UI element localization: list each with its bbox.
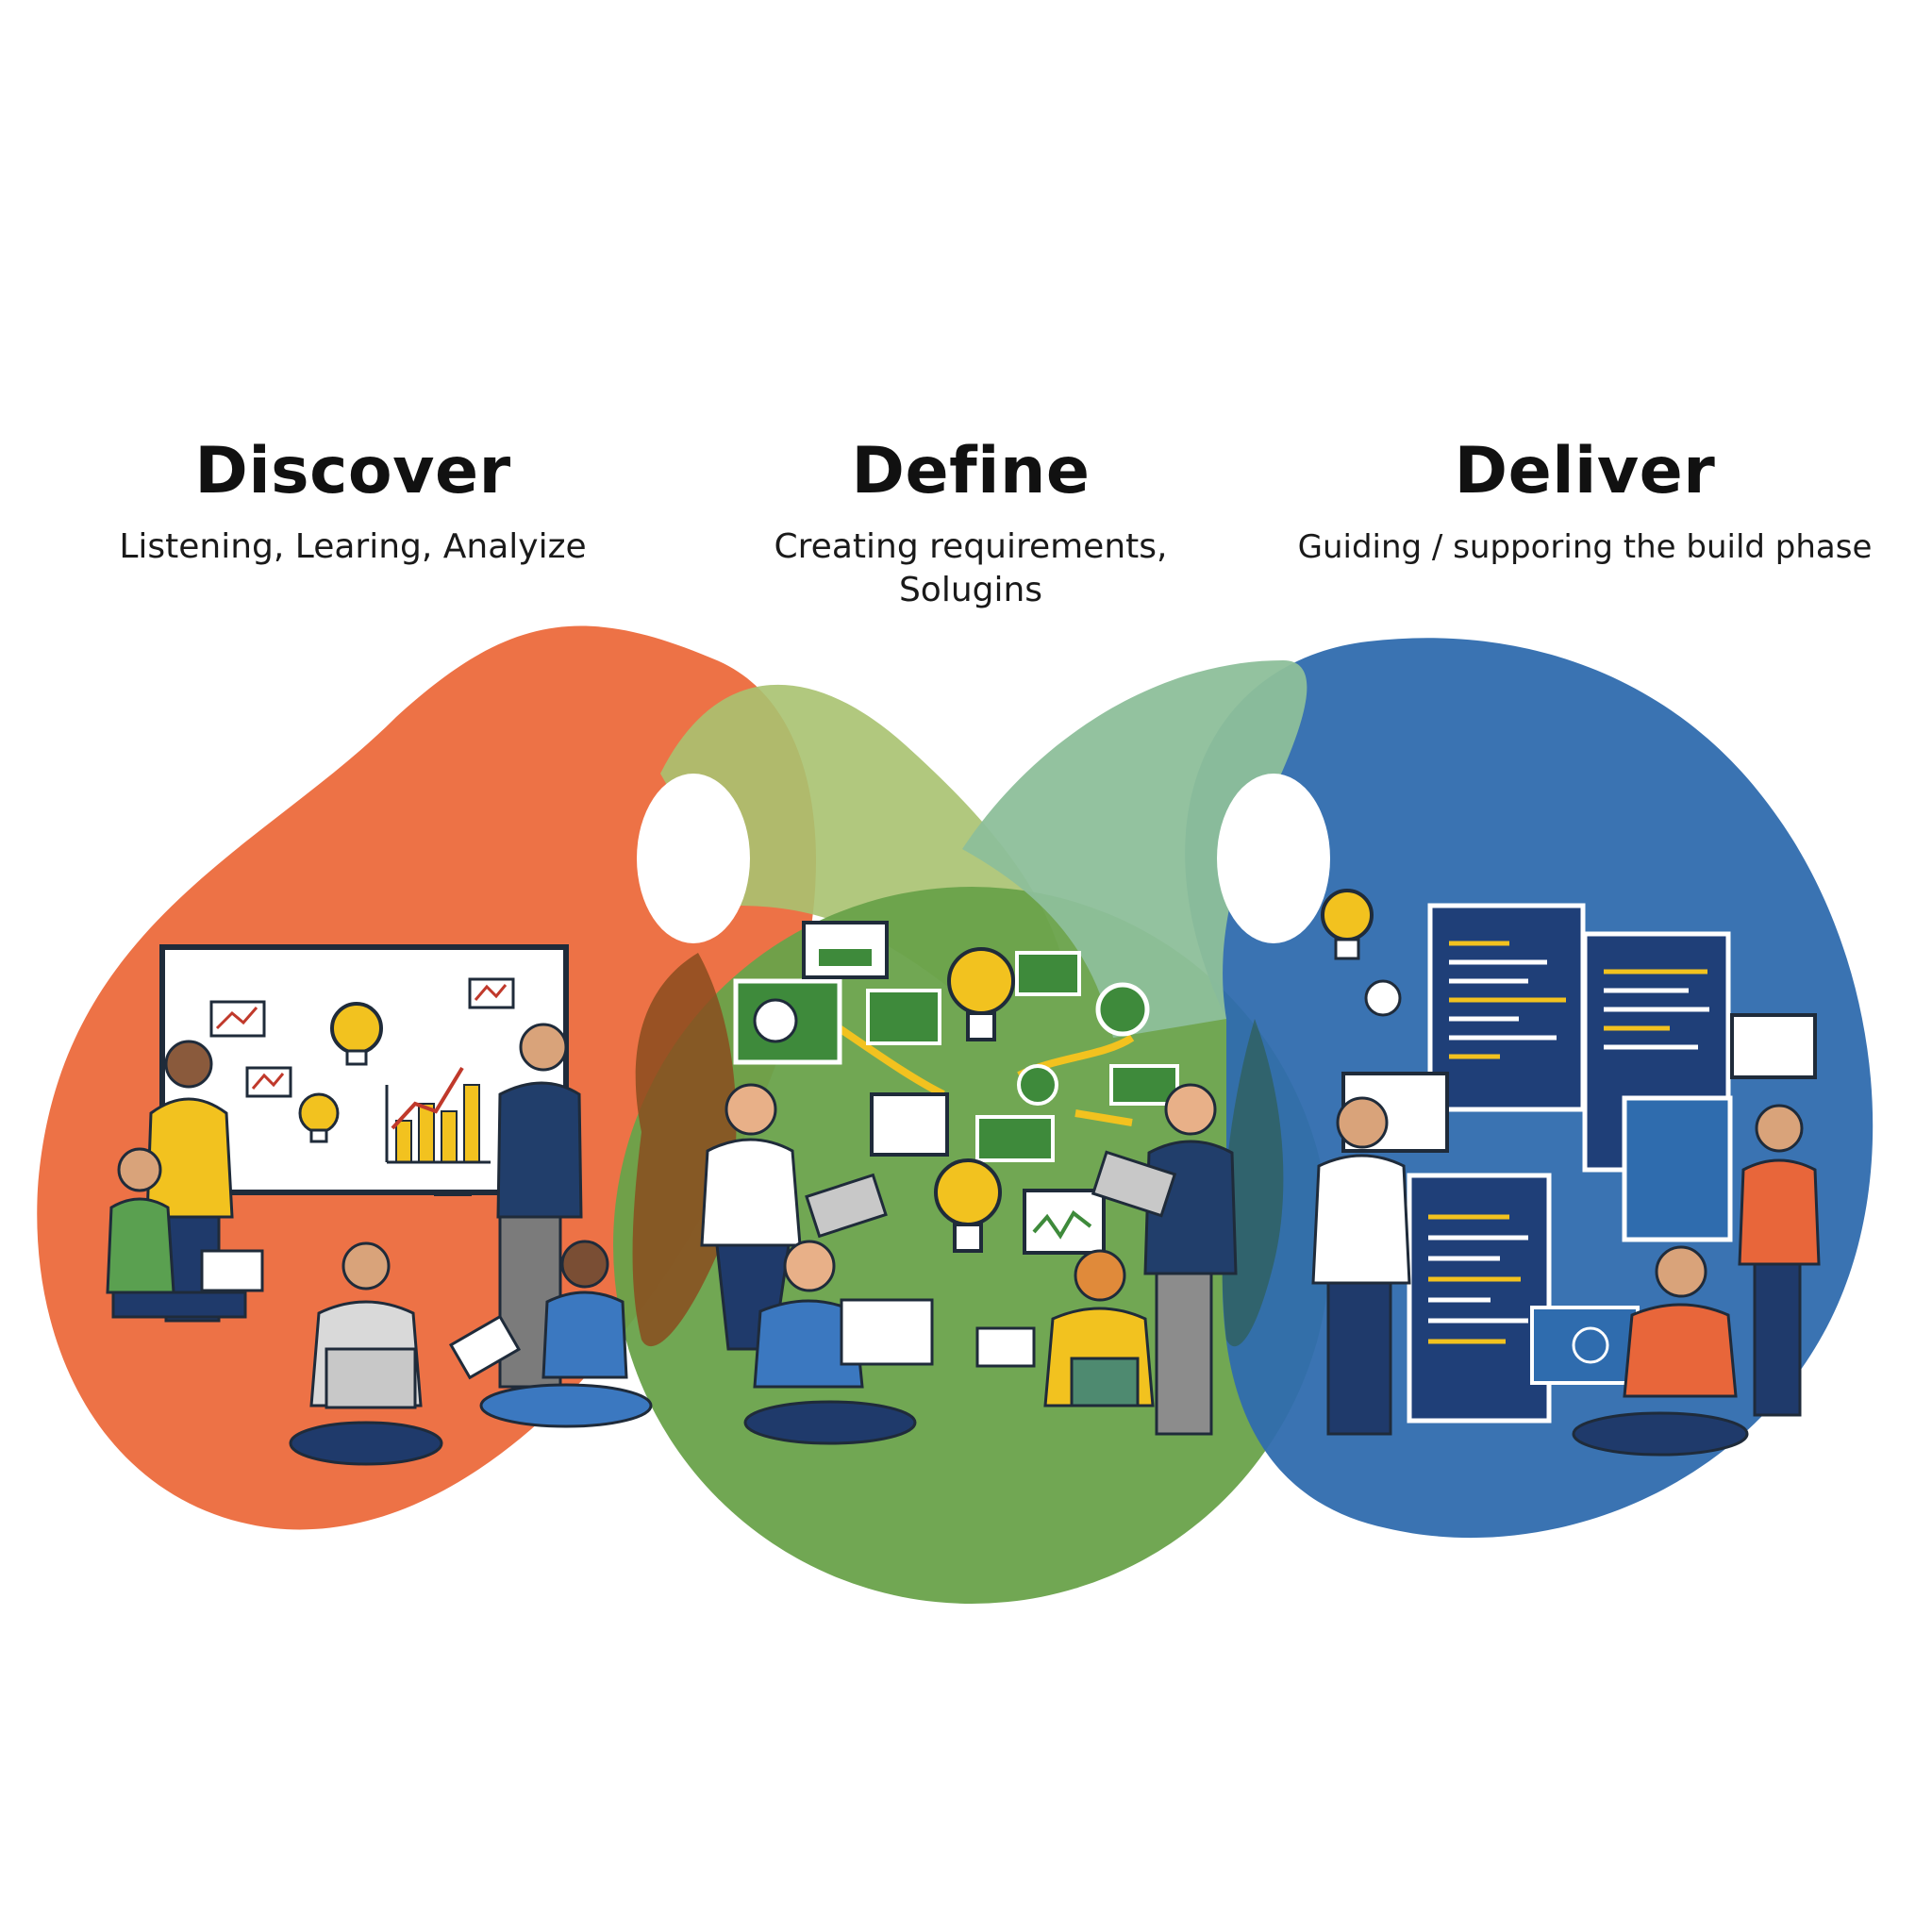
phase-subtitle: Creating requirements, Solugins <box>774 527 1168 609</box>
person-woman-orange <box>1738 1104 1821 1417</box>
person-yellow-tablet <box>975 1249 1155 1407</box>
phase-title: Discover <box>194 434 511 508</box>
person-laptop-floor <box>289 1241 443 1466</box>
gap-right <box>1217 774 1330 943</box>
team-whiteboard-icon <box>106 944 653 1466</box>
person-sitting-floor <box>448 1240 653 1428</box>
phase-subtitle: Listening, Learing, Analyize <box>119 527 587 566</box>
phase-title: Define <box>851 434 1091 508</box>
phase-title: Deliver <box>1454 434 1716 508</box>
phase-discover: Discover Listening, Learing, Analyize <box>51 434 655 569</box>
overlap-define-deliver <box>1222 1019 1284 1347</box>
deliver-upper-lobe <box>962 660 1307 1038</box>
person-pointing-screen <box>1311 1096 1411 1436</box>
person-sitting-laptop <box>743 1240 934 1445</box>
person-sitting-laptop-orange <box>1572 1245 1749 1457</box>
person-glasses-laptop <box>1091 1083 1238 1436</box>
phase-subtitle: Guiding / supporing the build phase <box>1297 528 1873 566</box>
phase-define: Define Creating requirements, Solugins <box>669 434 1273 612</box>
phase-deliver: Deliver Guiding / supporing the build ph… <box>1283 434 1887 569</box>
overlap-discover-define <box>632 953 737 1347</box>
person-sitting-chair <box>106 1147 264 1319</box>
gap-left <box>637 774 750 943</box>
code-screens-icon <box>1311 889 1821 1457</box>
ideas-network-icon <box>700 921 1238 1445</box>
person-woman-laptop <box>700 1083 888 1351</box>
